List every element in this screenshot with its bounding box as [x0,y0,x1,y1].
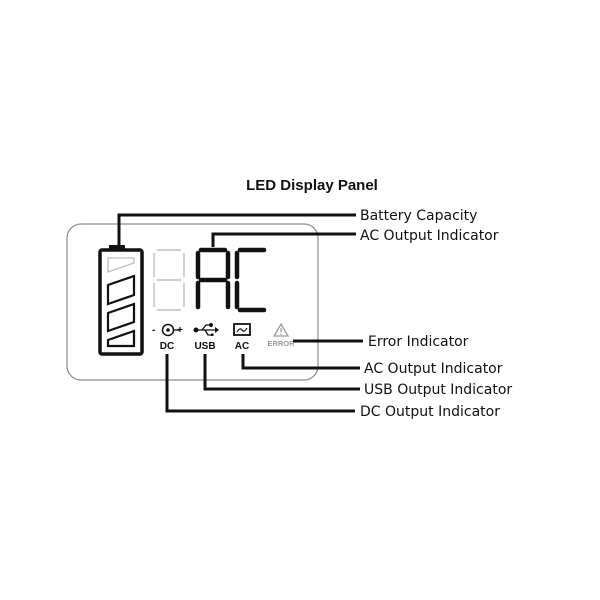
battery-segment-4 [107,257,135,273]
battery-segment-3 [106,274,136,306]
battery-gauge [98,245,144,356]
callout-error: Error Indicator [368,334,469,350]
battery-terminal [109,245,125,251]
error-indicator: ERROR [267,322,295,348]
digit-1-segments [153,249,185,311]
leader-dc [165,354,355,413]
leader-battery [117,213,356,245]
usb-label: USB [194,341,215,352]
callout-dc-output: DC Output Indicator [360,404,500,420]
svg-text:-: - [152,325,155,336]
leader-usb [203,354,360,391]
dc-icon: - + [152,323,183,337]
leader-ac [241,354,360,370]
digit-3-segments [234,247,267,313]
leader-ac-top [211,232,356,247]
ac-label: AC [235,341,249,352]
dc-output-indicator: - + DC [152,323,183,352]
svg-text:+: + [177,325,183,336]
callout-ac-output: AC Output Indicator [364,361,503,377]
battery-body [98,248,144,356]
usb-icon [193,323,219,336]
diagram-title: LED Display Panel [246,177,378,194]
ac-output-indicator: AC [233,323,251,352]
usb-output-indicator: USB [193,323,219,352]
battery-segment-1 [106,329,136,348]
leader-lines [117,213,363,413]
callout-ac-output-top: AC Output Indicator [360,228,499,244]
digit-2-segments [195,247,231,310]
error-label: ERROR [267,339,295,348]
callout-usb-output: USB Output Indicator [364,382,512,398]
dc-label: DC [160,341,174,352]
display-panel [66,223,319,381]
callout-battery-capacity: Battery Capacity [360,208,477,224]
battery-segment-2 [106,302,136,333]
ac-outlet-icon [233,323,251,336]
warning-triangle-icon [272,322,290,337]
